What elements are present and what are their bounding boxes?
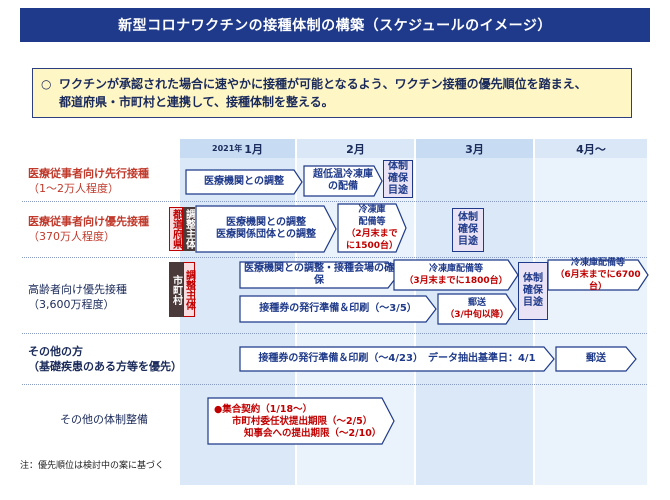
row-subtitle: （3,600万程度） xyxy=(28,298,115,311)
month-header-jan: 2021年 1月 xyxy=(180,139,295,158)
row-subtitle: （370万人程度） xyxy=(28,230,115,243)
arrow-row5-contract xyxy=(207,397,395,445)
note-line-1: ワクチンが承認された場合に速やかに接種が可能となるよう、ワクチン接種の優先順位を… xyxy=(59,77,587,91)
badge-municipality: 市町村 xyxy=(169,262,183,317)
month-label-mar: 3月 xyxy=(465,142,484,156)
row-label-healthcare-priority: 医療従事者向け優先接種 （370万人程度） xyxy=(28,214,149,244)
row-separator xyxy=(22,201,647,202)
row-label-others: その他の方 （基礎疾患のある方等を優先） xyxy=(28,344,182,374)
month-label-jan: 1月 xyxy=(244,142,263,156)
arrow-label: 冷凍庫配備等（6月末までに6700台） xyxy=(555,258,641,292)
row-separator xyxy=(22,384,647,385)
milestone-label: 体制確保目途 xyxy=(388,161,408,196)
row-separator xyxy=(22,257,647,258)
year-label: 2021年 xyxy=(212,144,243,153)
badge-prefecture: 都道府県 xyxy=(169,207,183,251)
row-subtitle: （基礎疾患のある方等を優先） xyxy=(28,360,182,373)
milestone-row3-system-ready: 体制確保目途 xyxy=(518,262,548,320)
month-label-feb: 2月 xyxy=(346,142,365,156)
month-header-mar: 3月 xyxy=(416,139,533,158)
arrow-label: 接種券の発行準備＆印刷（～3/5） xyxy=(259,303,417,314)
footnote: 注：優先順位は検討中の案に基づく xyxy=(20,461,165,471)
arrow-row1-medical-coordination: 医療機関との調整 xyxy=(185,169,303,195)
month-label-apr: 4月～ xyxy=(576,142,606,156)
milestone-label: 体制確保目途 xyxy=(523,273,543,308)
row-title: その他の体制整備 xyxy=(60,413,148,426)
summary-note: ○ ワクチンが承認された場合に速やかに接種が可能となるよう、ワクチン接種の優先順… xyxy=(32,68,632,118)
note-line-2: 都道府県・市町村と連携して、接種体制を整える。 xyxy=(59,95,334,109)
row-label-other-setup: その他の体制整備 xyxy=(60,412,148,427)
arrow-label: 郵送（3/中旬以降） xyxy=(445,298,509,320)
arrow-label: 冷凍庫配備等（2月末までに1500台） xyxy=(345,205,399,251)
milestone-row1-system-ready: 体制確保目途 xyxy=(383,160,413,198)
arrow-row3-mail: 郵送（3/中旬以降） xyxy=(437,293,517,325)
row-subtitle: （1～2万人程度） xyxy=(28,182,119,195)
arrow-row4-voucher-prep: 接種券の発行準備＆印刷（～4/23） データ抽出基準日：4/1 xyxy=(239,346,555,372)
deadline-line-3: 知事会への提出期限（～2/10） xyxy=(244,428,382,439)
row-title: 高齢者向け優先接種 xyxy=(28,283,127,296)
arrow-row4-mail: 郵送 xyxy=(555,346,637,372)
arrow-row2-coordination: 医療機関との調整医療関係団体との調整 xyxy=(195,205,337,253)
arrow-row2-freezer: 冷凍庫配備等（2月末までに1500台） xyxy=(337,203,407,253)
milestone-label: 体制確保目途 xyxy=(458,212,478,247)
deadline-line-2: 市町村委任状提出期限（～2/5） xyxy=(232,416,373,427)
badge-coordinator: 調整主体 xyxy=(183,262,195,317)
row-label-elderly: 高齢者向け優先接種 （3,600万程度） xyxy=(28,282,127,312)
arrow-row3-freezer-jun: 冷凍庫配備等（6月末までに6700台） xyxy=(547,258,649,292)
arrow-label: 接種券の発行準備＆印刷（～4/23） データ抽出基準日：4/1 xyxy=(258,353,536,364)
arrow-label: 冷凍庫配備等（3月末までに1800台） xyxy=(404,264,508,286)
arrow-label: 超低温冷凍庫の配備 xyxy=(313,169,373,192)
arrow-row3-venue: 医療機関との調整・接種会場の確保 xyxy=(239,261,399,289)
month-header-apr: 4月～ xyxy=(535,139,647,158)
arrow-label: 郵送 xyxy=(586,353,606,364)
badge-coordinator: 調整主体 xyxy=(183,207,195,251)
arrow-row3-voucher-prep: 接種券の発行準備＆印刷（～3/5） xyxy=(239,295,437,323)
month-header-feb: 2月 xyxy=(297,139,414,158)
month-band-apr xyxy=(535,139,647,485)
deadline-line-1: ●集合契約（1/18～） xyxy=(214,404,313,415)
arrow-row3-freezer-mar: 冷凍庫配備等（3月末までに1800台） xyxy=(393,259,519,291)
arrow-label: 医療機関との調整・接種会場の確保 xyxy=(244,263,394,286)
row-label-healthcare-early: 医療従事者向け先行接種 （1～2万人程度） xyxy=(28,166,149,196)
row-title: その他の方 xyxy=(28,345,83,358)
note-bullet: ○ xyxy=(41,77,52,91)
row-title: 医療従事者向け先行接種 xyxy=(28,167,149,180)
row-title: 医療従事者向け優先接種 xyxy=(28,215,149,228)
arrow-label: 医療機関との調整 xyxy=(204,176,284,187)
arrow-row1-freezer: 超低温冷凍庫の配備 xyxy=(303,165,383,197)
milestone-row2-system-ready: 体制確保目途 xyxy=(452,208,484,252)
arrow-label: 医療機関との調整医療関係団体との調整 xyxy=(216,217,316,240)
row-separator xyxy=(22,333,647,334)
contract-deadlines: ●集合契約（1/18～） 市町村委任状提出期限（～2/5） 知事会への提出期限（… xyxy=(214,404,394,440)
page-title: 新型コロナワクチンの接種体制の構築（スケジュールのイメージ） xyxy=(20,8,650,42)
